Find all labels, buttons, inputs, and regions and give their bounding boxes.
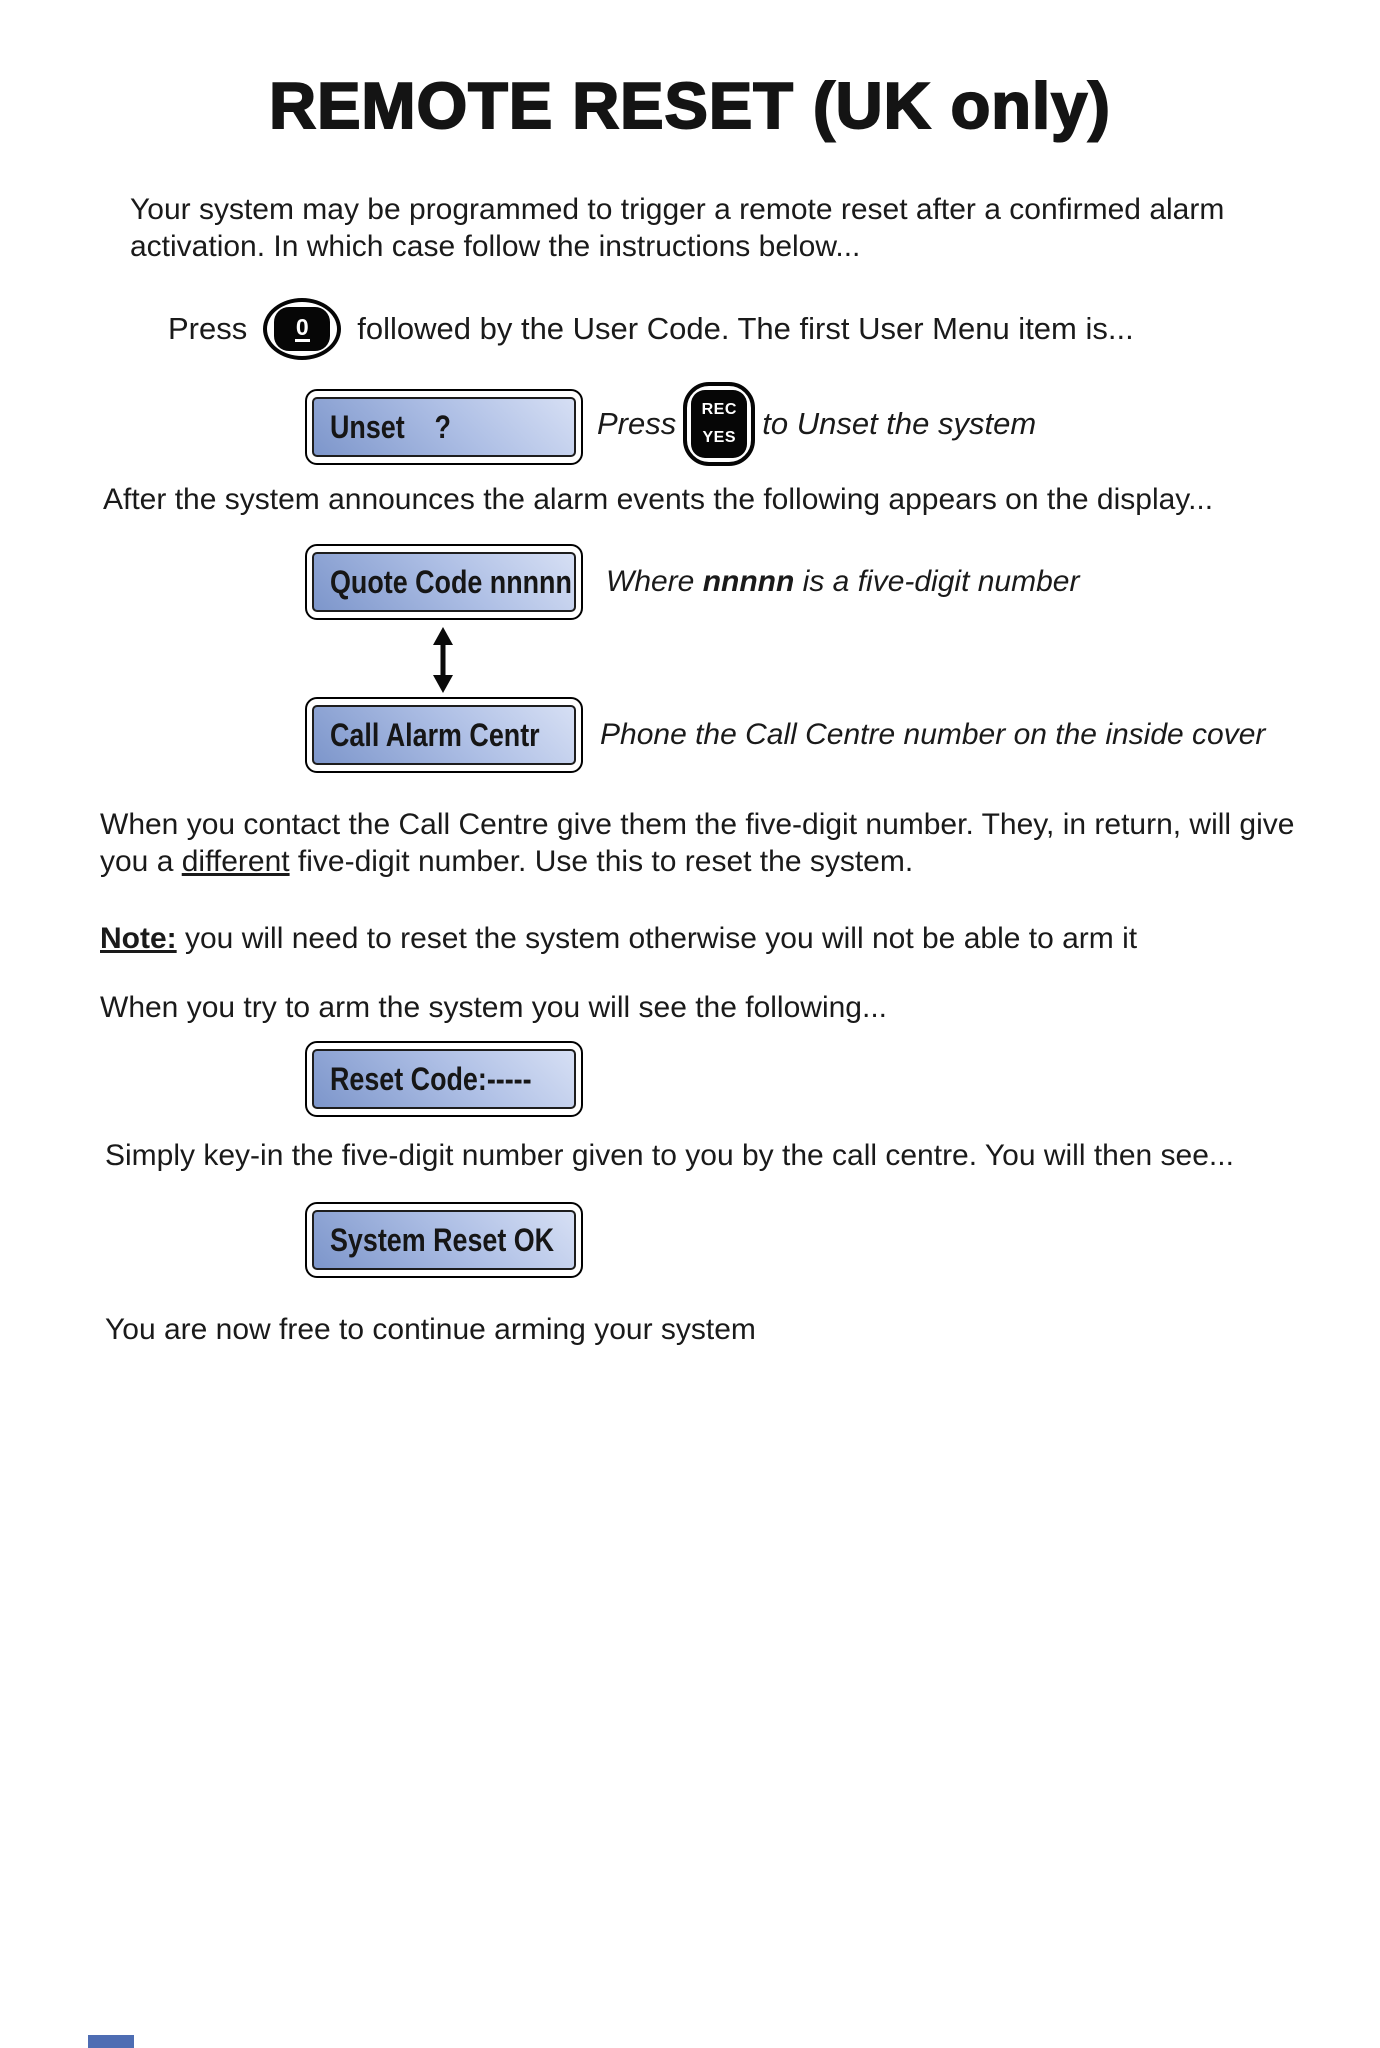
yes-label: YES [702,429,736,447]
lcd-display-call-centre: Call Alarm Centr [305,697,583,773]
lcd-display-quote-code: Quote Code nnnnn [305,544,583,620]
page-title: REMOTE RESET (UK only) [268,68,1111,143]
contact-paragraph: When you contact the Call Centre give th… [100,806,1315,880]
rec-yes-key-face: REC YES [691,390,748,458]
lcd-screen: Quote Code nnnnn [312,552,576,612]
lcd-screen: Unset ? [312,397,576,457]
contact-part2: five-digit number. Use this to reset the… [289,845,914,878]
keyin-line: Simply key-in the five-digit number give… [105,1139,1234,1172]
zero-key-icon: 0 [263,298,342,360]
lcd-text-reset-code: Reset Code:----- [330,1060,532,1097]
lcd-text-system-reset-ok: System Reset OK [330,1221,555,1258]
press-yes-prefix: Press [597,406,677,441]
note-label: Note: [100,922,177,955]
press-suffix: followed by the User Code. The first Use… [357,311,1134,346]
announce-line: After the system announces the alarm eve… [103,483,1214,516]
lcd-text-quote-code: Quote Code nnnnn [330,563,572,600]
zero-key-face: 0 [274,307,331,351]
quote-note-prefix: Where [606,565,703,598]
quote-note-nnnnn: nnnnn [702,565,795,598]
lcd-display-unset: Unset ? [305,389,583,465]
press-zero-instruction: Press 0 followed by the User Code. The f… [168,296,1134,362]
intro-paragraph: Your system may be programmed to trigger… [130,193,1225,263]
press-label: Press [168,311,248,346]
contact-underlined: different [181,845,290,878]
quote-note-suffix: is a five-digit number [794,565,1080,598]
note-paragraph: Note: you will need to reset the system … [100,920,1360,957]
arm-line: When you try to arm the system you will … [100,991,887,1024]
press-yes-suffix: to Unset the system [762,406,1037,441]
lcd-text-unset: Unset ? [330,408,451,445]
press-yes-instruction: Press REC YES to Unset the system [597,380,1036,468]
lcd-text-call-centre: Call Alarm Centr [330,716,540,753]
zero-key-underline [294,338,310,342]
call-centre-note: Phone the Call Centre number on the insi… [600,718,1266,751]
rec-yes-key-icon: REC YES [683,382,756,466]
final-line: You are now free to continue arming your… [105,1313,756,1346]
lcd-screen: Call Alarm Centr [312,705,576,765]
note-text: you will need to reset the system otherw… [176,922,1138,955]
rec-label: REC [701,400,737,418]
lcd-screen: Reset Code:----- [312,1049,576,1109]
footer-accent-bar [88,2035,134,2048]
lcd-display-reset-code: Reset Code:----- [305,1041,583,1117]
double-arrow-icon [433,627,453,693]
lcd-display-system-reset-ok: System Reset OK [305,1202,583,1278]
contact-part1: When you contact the Call Centre give th… [100,808,1295,878]
zero-key-label: 0 [295,313,309,340]
lcd-screen: System Reset OK [312,1210,576,1270]
quote-code-note: Where nnnnn is a five-digit number [606,563,1380,600]
